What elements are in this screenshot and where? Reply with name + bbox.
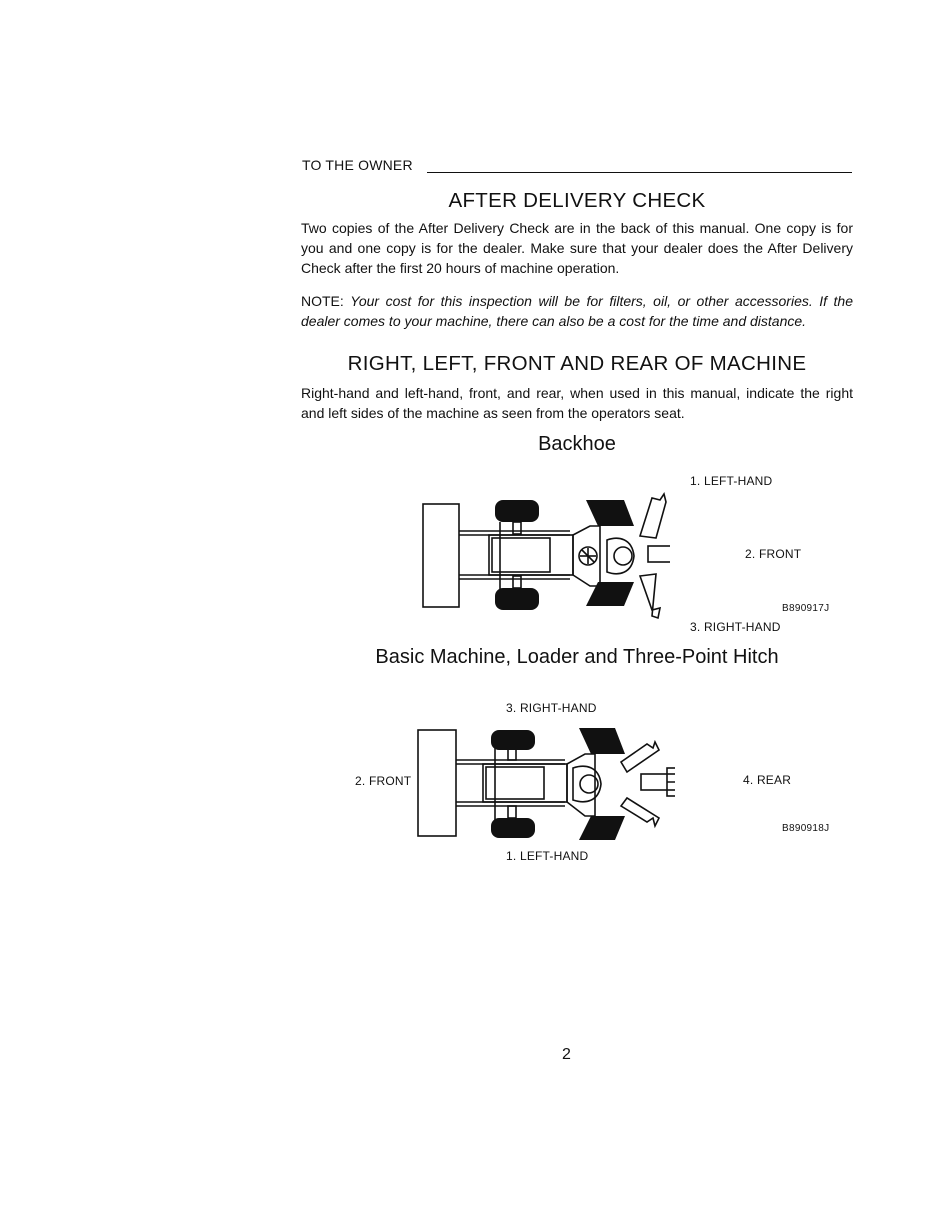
basic-machine-callout-right-hand: 3. RIGHT-HAND <box>506 701 597 715</box>
header-rule <box>427 172 852 173</box>
backhoe-callout-right-hand: 3. RIGHT-HAND <box>690 620 781 634</box>
backhoe-callout-front: 2. FRONT <box>745 547 802 561</box>
backhoe-machine-diagram <box>422 492 670 620</box>
after-delivery-check-title: AFTER DELIVERY CHECK <box>448 189 706 212</box>
basic-machine-figure-code: B890918J <box>782 823 830 834</box>
after-delivery-check-paragraph: Two copies of the After Delivery Check a… <box>301 220 853 276</box>
note-text: Your cost for this inspection will be fo… <box>301 293 854 329</box>
machine-orientation-title: RIGHT, LEFT, FRONT AND REAR OF MACHINE <box>347 352 807 375</box>
basic-machine-callout-front: 2. FRONT <box>355 774 412 788</box>
backhoe-figure-title: Backhoe <box>538 433 616 455</box>
basic-machine-callout-rear: 4. REAR <box>743 773 792 787</box>
backhoe-callout-left-hand: 1. LEFT-HAND <box>690 474 773 488</box>
basic-machine-callout-left-hand: 1. LEFT-HAND <box>506 849 589 863</box>
section-header: TO THE OWNER <box>302 157 852 177</box>
note-paragraph: NOTE: Your cost for this inspection will… <box>301 291 853 331</box>
note-label: NOTE: <box>301 293 344 309</box>
backhoe-figure-code: B890917J <box>782 603 830 614</box>
basic-machine-diagram <box>417 728 675 840</box>
section-header-label: TO THE OWNER <box>302 157 413 173</box>
basic-machine-figure-title: Basic Machine, Loader and Three-Point Hi… <box>375 646 779 668</box>
page-number: 2 <box>562 1046 571 1063</box>
machine-orientation-paragraph: Right-hand and left-hand, front, and rea… <box>301 385 853 421</box>
